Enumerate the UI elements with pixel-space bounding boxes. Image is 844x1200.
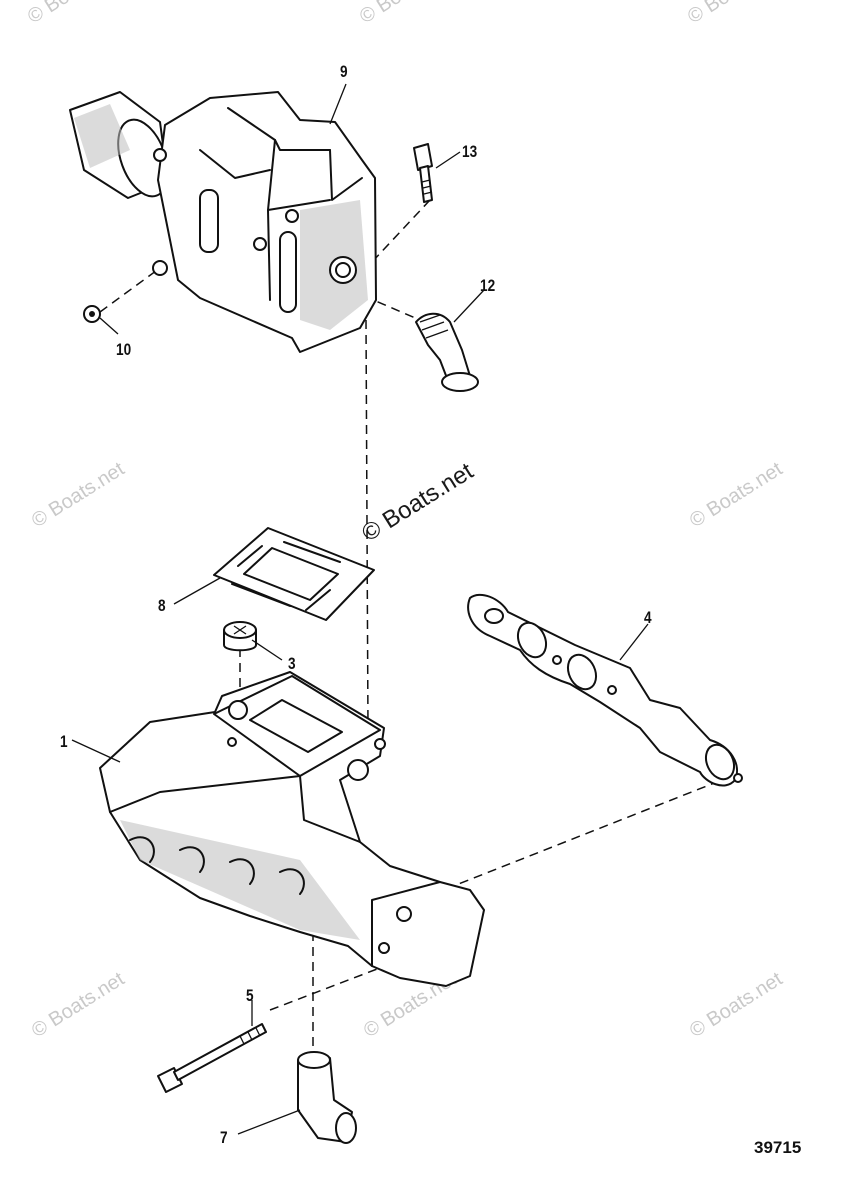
callout-13: 13 [462, 142, 478, 161]
leader-lines [71, 83, 649, 1135]
gasket-8 [213, 527, 375, 621]
callout-9: 9 [340, 62, 348, 81]
bolt-13 [413, 143, 433, 203]
callout-4: 4 [644, 608, 652, 627]
hose-fitting-12 [415, 312, 479, 392]
exhaust-elbow [69, 91, 377, 353]
callout-5: 5 [246, 986, 254, 1005]
exhaust-manifold-1 [99, 671, 485, 987]
alignment-lines [99, 199, 723, 1055]
callout-1: 1 [60, 732, 68, 751]
callout-10: 10 [116, 340, 132, 359]
callout-7: 7 [220, 1128, 228, 1147]
callout-8: 8 [158, 596, 166, 615]
callout-12: 12 [480, 276, 496, 295]
plug-10 [83, 305, 101, 323]
callout-3: 3 [288, 654, 296, 673]
bolt-5 [157, 1023, 267, 1093]
gasket-4 [467, 593, 743, 787]
elbow-fitting-7 [297, 1051, 357, 1144]
figure-number: 39715 [754, 1138, 802, 1157]
plug-3 [223, 621, 257, 652]
